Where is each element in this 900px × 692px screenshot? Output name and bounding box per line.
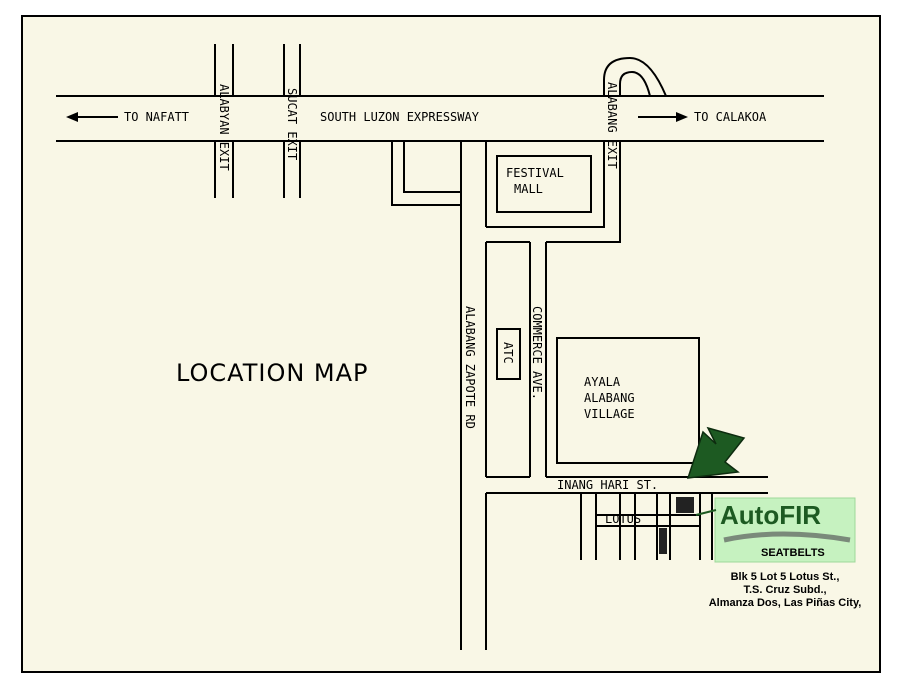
brand-name: AutoFIR [720,500,821,530]
expressway [56,95,824,142]
lotus-label: LOTUS [605,512,641,526]
ayala-label-2: ALABANG [584,391,635,405]
expressway-label: SOUTH LUZON EXPRESSWAY [320,110,480,124]
arrow-east-icon [638,112,688,122]
ayala-label-3: VILLAGE [584,407,635,421]
exit-3-label: ALABANG EXIT [605,82,619,169]
exit-2-label: SUCAT EXIT [285,88,299,160]
festival-mall-block [496,155,592,213]
seatbelt-icon [723,531,851,543]
festival-label-2: MALL [514,182,543,196]
festival-label-1: FESTIVAL [506,166,564,180]
atc-label: ATC [501,342,515,364]
address-line-2: T.S. Cruz Subd., [743,584,826,596]
brand-tagline: SEATBELTS [761,547,825,559]
map-title: LOCATION MAP [176,359,369,387]
local-roads [391,141,768,650]
inang-hari-label: INANG HARI ST. [557,478,658,492]
ayala-village-block [556,337,700,464]
to-west-label: TO NAFATT [124,110,189,124]
arrow-west-icon [66,112,118,122]
map-frame [21,15,881,673]
address-line-1: Blk 5 Lot 5 Lotus St., [731,571,840,583]
ayala-label-1: AYALA [584,375,621,389]
atc-block [496,328,521,380]
to-east-label: TO CALAKOA [694,110,767,124]
exit-1-label: ALABYAN EXIT [217,84,231,171]
zapote-road-label: ALABANG ZAPOTE RD [463,306,477,429]
brand-badge [695,497,856,563]
commerce-ave-label: COMMERCE AVE. [530,306,544,400]
location-pointer-icon [686,426,746,479]
destination-marker [676,497,694,513]
exit-roads [214,44,667,198]
address-line-3: Almanza Dos, Las Piñas City, [709,597,862,609]
pointer-line [695,509,717,516]
lotus-street-marker [659,528,667,554]
brand-background [714,497,856,563]
